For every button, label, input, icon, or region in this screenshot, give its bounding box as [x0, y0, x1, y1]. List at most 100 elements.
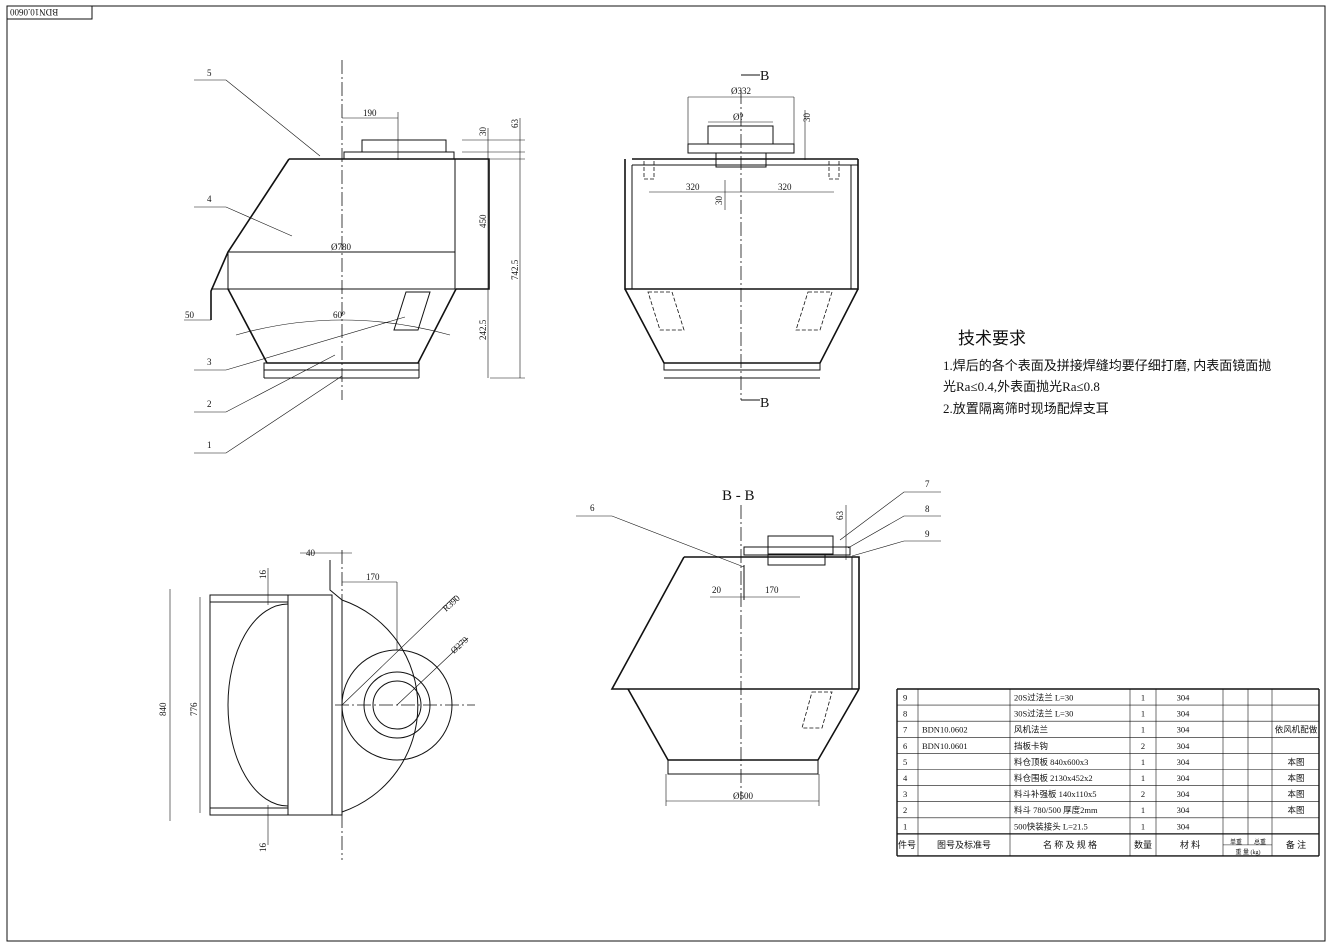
tech-requirements: 技术要求 1.焊后的各个表面及拼接焊缝均要仔细打磨, 内表面镜面抛 光Ra≤0.…: [943, 329, 1271, 416]
drawing-number-box: [6, 5, 93, 20]
balloon-6: 6: [590, 503, 595, 513]
dim-dia-279: Ø279: [449, 634, 471, 655]
bom-row-name: 20S过法兰 L=30: [1014, 693, 1073, 703]
bom-row-qty: 1: [1141, 757, 1145, 767]
balloon-4: 4: [207, 194, 212, 204]
dim-742-5: 742.5: [510, 259, 520, 280]
bom-row-no: 9: [903, 693, 907, 703]
side-view: [624, 74, 859, 401]
bom-header-material: 材 料: [1180, 839, 1200, 850]
dim-63: 63: [510, 119, 520, 129]
balloon-7: 7: [925, 479, 930, 489]
front-view: [184, 60, 525, 454]
balloon-8: 8: [925, 504, 930, 514]
dim-dia-332: Ø332: [731, 86, 751, 96]
bom-row-remark: 本图: [1287, 773, 1304, 783]
bom-row-name: 风机法兰: [1014, 725, 1048, 735]
dim-side-30a: 30: [802, 113, 812, 123]
section-view-labels: B - B 6 7 8 9 63 20 170 Ø500: [590, 479, 930, 801]
tech-title: 技术要求: [958, 329, 1026, 348]
bom-row-name: 30S过法兰 L=30: [1014, 709, 1073, 719]
front-view-labels: 5 4 3 2 1 190 30 63 450 742.5 Ø780 50 60…: [185, 68, 520, 450]
bom-header-qty: 数量: [1134, 839, 1152, 850]
drawing-number: BDN10.0600: [10, 7, 59, 17]
balloon-3: 3: [207, 357, 212, 367]
bom-row-code: BDN10.0601: [922, 741, 968, 751]
bom-row-no: 4: [903, 773, 908, 783]
bom-row-material: 304: [1177, 725, 1191, 735]
dim-63-section: 63: [835, 511, 845, 521]
balloon-9: 9: [925, 529, 930, 539]
dim-60deg: 60°: [333, 310, 346, 320]
bom-row-name: 挡板卡钩: [1014, 741, 1048, 751]
dim-16-bottom: 16: [258, 843, 268, 853]
bom-header-total-weight: 总重: [1254, 838, 1266, 846]
dim-190: 190: [363, 108, 377, 118]
dim-dia-inner: Ø?: [733, 112, 744, 122]
bom-header-name: 名 称 及 规 格: [1043, 839, 1097, 850]
dim-320-right: 320: [778, 182, 792, 192]
bom-row-name: 料斗补强板 140x110x5: [1014, 789, 1097, 799]
bom-row-qty: 2: [1141, 741, 1145, 751]
bom-row-material: 304: [1177, 709, 1191, 719]
tech-item-2: 光Ra≤0.4,外表面抛光Ra≤0.8: [943, 379, 1100, 394]
bom-row-material: 304: [1177, 805, 1191, 815]
bom-row-qty: 2: [1141, 789, 1145, 799]
dim-30: 30: [478, 127, 488, 137]
bom-header-unit-weight: 单重: [1230, 838, 1242, 846]
bom-row-material: 304: [1177, 789, 1191, 799]
section-title: B - B: [722, 488, 755, 504]
bom-row-no: 1: [903, 821, 907, 831]
bom-row-remark: 本图: [1287, 789, 1304, 799]
bom-row-material: 304: [1177, 741, 1191, 751]
dim-776: 776: [189, 702, 199, 716]
bom-header-no: 件号: [898, 839, 916, 850]
dim-320-left: 320: [686, 182, 700, 192]
bom-row-no: 3: [903, 789, 907, 799]
dim-242-5: 242.5: [478, 319, 488, 340]
top-view-labels: 40 170 16 16 840 776 R390 Ø279: [158, 548, 471, 852]
dim-r390: R390: [441, 593, 463, 614]
bom-row-qty: 1: [1141, 693, 1145, 703]
dim-50: 50: [185, 310, 195, 320]
sheet-border: [6, 5, 1326, 942]
bom-row-material: 304: [1177, 693, 1191, 703]
dim-dia-780: Ø780: [331, 242, 351, 252]
bom-row-remark: 本图: [1287, 805, 1304, 815]
bom-row-material: 304: [1177, 821, 1191, 831]
balloon-5: 5: [207, 68, 212, 78]
bom-row-qty: 1: [1141, 805, 1145, 815]
bom-row-no: 7: [903, 725, 907, 735]
bom-header-code: 图号及标准号: [937, 839, 991, 850]
bom-row-name: 500快装接头 L=21.5: [1014, 821, 1088, 831]
bom-row-remark: 本图: [1287, 757, 1304, 767]
balloon-1: 1: [207, 440, 212, 450]
dim-450: 450: [478, 214, 488, 228]
bom-row-name: 料仓顶板 840x600x3: [1014, 757, 1088, 767]
bom-header-weight: 重 量 (kg): [1236, 848, 1261, 856]
dim-840: 840: [158, 702, 168, 716]
dim-170-section: 170: [765, 585, 779, 595]
bom-header-remark: 备 注: [1286, 839, 1306, 850]
bom-row-qty: 1: [1141, 821, 1145, 831]
dim-dia-500: Ø500: [733, 791, 753, 801]
bom-row-no: 2: [903, 805, 907, 815]
bom-row-qty: 1: [1141, 725, 1145, 735]
bom-row-qty: 1: [1141, 773, 1145, 783]
bom-row-name: 料斗 780/500 厚度2mm: [1014, 805, 1098, 815]
bom-row-code: BDN10.0602: [922, 725, 968, 735]
section-mark-bottom: B: [760, 396, 769, 411]
bom-row-remark: 依风机配做: [1275, 725, 1318, 735]
section-view: [576, 491, 941, 806]
bom-row-no: 8: [903, 709, 907, 719]
dim-20: 20: [712, 585, 722, 595]
bom-row-no: 6: [903, 741, 907, 751]
section-mark-top: B: [760, 69, 769, 84]
dim-40: 40: [306, 548, 316, 558]
bom-row-name: 料仓围板 2130x452x2: [1014, 773, 1093, 783]
bom-row-qty: 1: [1141, 709, 1145, 719]
dim-side-30b: 30: [714, 196, 724, 206]
